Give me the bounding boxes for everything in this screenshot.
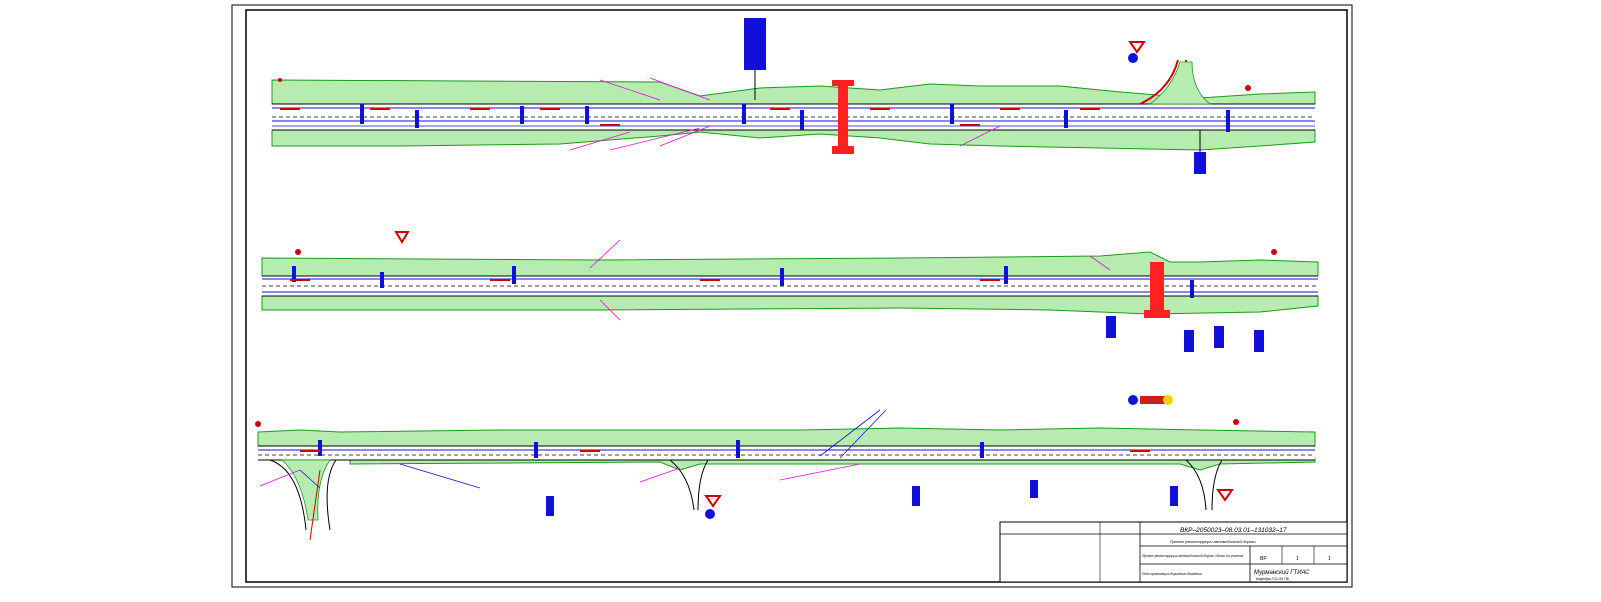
bridge-icon — [1150, 262, 1164, 310]
sign-round-icon — [1128, 53, 1138, 63]
sign-board-icon — [744, 18, 766, 70]
sheet-inner-frame — [245, 9, 1348, 583]
project-description: Проект реконструкции автомобильной дорог… — [1142, 554, 1244, 558]
slope-bottom — [271, 129, 1316, 151]
sign-round-icon — [705, 509, 715, 519]
sign-yield-icon — [1128, 41, 1146, 54]
organization-department: Кафедра ГСХ 06 ПБ — [1256, 577, 1290, 581]
plan-strip-1 — [271, 18, 1316, 174]
sign-yield-icon — [1216, 489, 1234, 502]
drawing-name: План организации дорожного движения — [1142, 572, 1202, 576]
sign-round-icon — [1128, 395, 1138, 405]
bridge-icon — [838, 86, 848, 146]
sign-yield-icon — [704, 495, 722, 508]
title-block: ВКР–2050023–08.03.01–131032–17 Проект ре… — [999, 521, 1348, 583]
slope-bottom — [261, 295, 1319, 315]
organization-name: Мурманский ГТИАС — [1254, 569, 1310, 576]
sheet-title: Проект реконструкции автомобильной дорог… — [1170, 540, 1257, 544]
stage-value: ВР — [1260, 556, 1267, 562]
sheet-outer-frame — [231, 4, 1353, 588]
plan-strip-2 — [261, 231, 1319, 352]
sheet-value: 1 — [1296, 556, 1299, 562]
slope-top — [257, 427, 1316, 447]
slope-top — [271, 79, 1316, 105]
drawing-code: ВКР–2050023–08.03.01–131032–17 — [1180, 527, 1287, 534]
sheets-value: 1 — [1328, 556, 1331, 562]
sign-yield-icon — [394, 231, 410, 244]
side-road-junction — [269, 459, 337, 531]
plan-strip-3 — [255, 395, 1316, 541]
